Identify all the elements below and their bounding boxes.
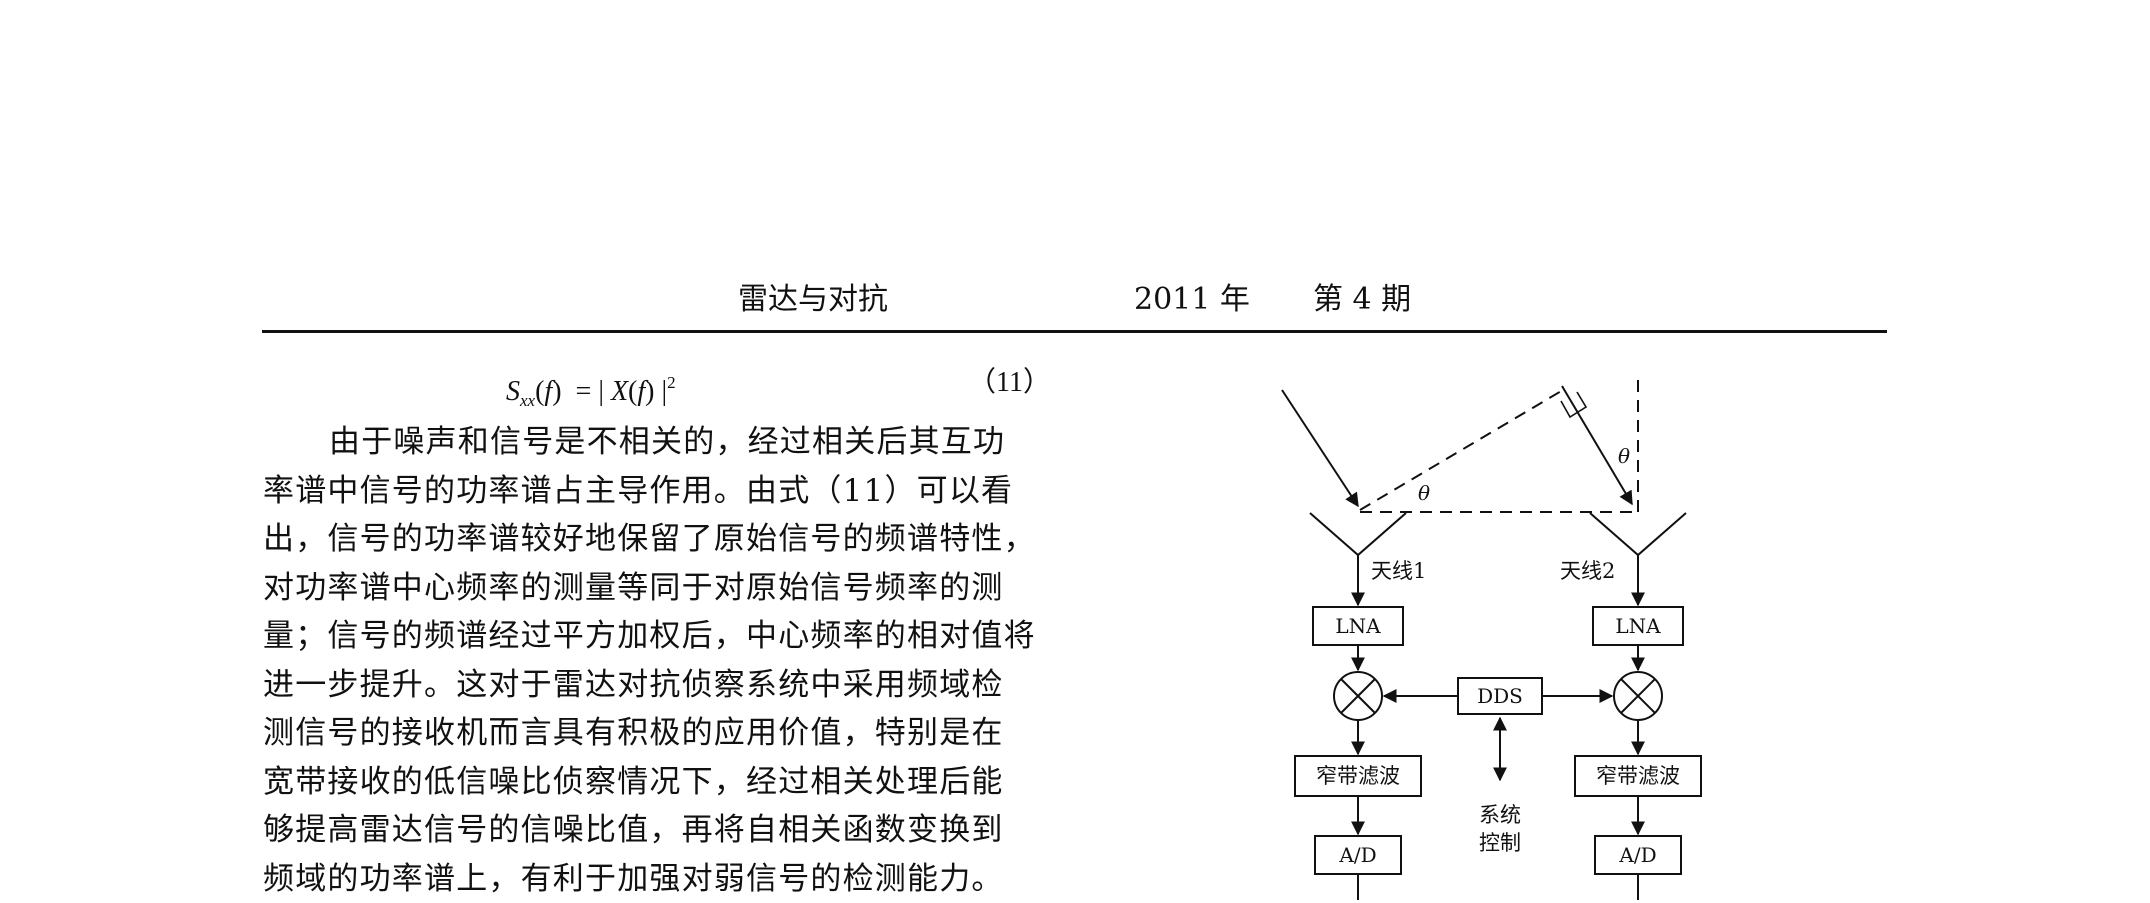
incident-ray-left [1282,390,1358,506]
header-issue: 第 4 期 [1313,282,1411,318]
header-journal-name: 雷达与对抗 [738,282,888,318]
system-control-label-line2: 控制 [1479,831,1521,855]
paragraph-line: 够提高雷达信号的信噪比值，再将自相关函数变换到 [263,806,1043,855]
paragraph-line: 量；信号的频谱经过平方加权后，中心频率的相对值将 [263,612,1043,661]
adc-right-label: A/D [1618,843,1656,867]
paragraph-line: 率谱中信号的功率谱占主导作用。由式（11）可以看 [263,467,1043,516]
paragraph-line: 出，信号的功率谱较好地保留了原始信号的频谱特性， [263,515,1043,564]
antenna-1-label: 天线1 [1371,559,1426,583]
paragraph-line: 对功率谱中心频率的测量等同于对原始信号频率的测 [263,564,1043,613]
dds-label: DDS [1477,684,1523,708]
paragraph-line: 进一步提升。这对于雷达对抗侦察系统中采用频域检 [263,661,1043,710]
adc-left-label: A/D [1338,843,1376,867]
equation-11: Sxx(f) = | X(f) |2 [506,365,676,419]
paragraph-line: 宽带接收的低信噪比侦察情况下，经过相关处理后能 [263,758,1043,807]
system-control-label-line1: 系统 [1479,803,1521,827]
diagram-svg: θ θ 天线1 天线2 LNA LNA [1250,370,1810,900]
antenna-2-label: 天线2 [1560,559,1615,583]
theta-label-left: θ [1418,481,1430,505]
header-year: 2011 年 [1134,282,1250,318]
filter-right-label: 窄带滤波 [1596,764,1680,788]
theta-label-right: θ [1618,444,1630,468]
receiver-block-diagram: θ θ 天线1 天线2 LNA LNA [1250,370,1810,900]
paragraph-line: 测信号的接收机而言具有积极的应用价值，特别是在 [263,709,1043,758]
body-paragraph: 由于噪声和信号是不相关的，经过相关后其互功 率谱中信号的功率谱占主导作用。由式（… [263,418,1043,903]
paragraph-line: 由于噪声和信号是不相关的，经过相关后其互功 [263,418,1043,467]
lna-left-label: LNA [1335,614,1381,638]
paragraph-line: 频域的功率谱上，有利于加强对弱信号的检测能力。 [263,855,1043,903]
filter-left-label: 窄带滤波 [1316,764,1400,788]
mixer-right-icon [1614,672,1662,720]
equation-number: （11） [968,365,1051,401]
header-rule [262,330,1887,333]
lna-right-label: LNA [1615,614,1661,638]
wavefront-dashed [1360,390,1563,510]
mixer-left-icon [1334,672,1382,720]
